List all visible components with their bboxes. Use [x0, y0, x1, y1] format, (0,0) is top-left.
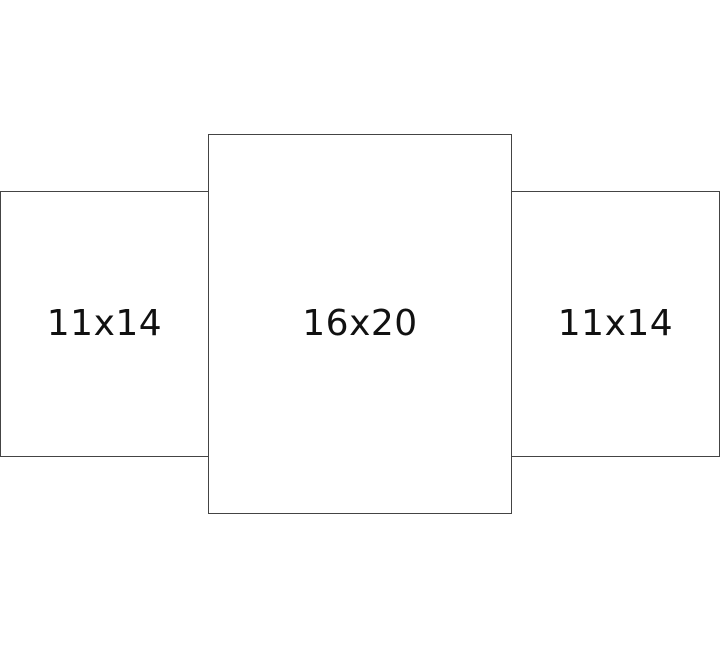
frame-size-label: 11x14 [46, 303, 163, 344]
frame-size-label: 16x20 [302, 303, 418, 344]
frame-size-label: 11x14 [557, 303, 674, 344]
frame-left-11x14: 11x14 [0, 191, 209, 457]
frame-right-11x14: 11x14 [511, 191, 720, 457]
frame-center-16x20: 16x20 [208, 134, 512, 514]
